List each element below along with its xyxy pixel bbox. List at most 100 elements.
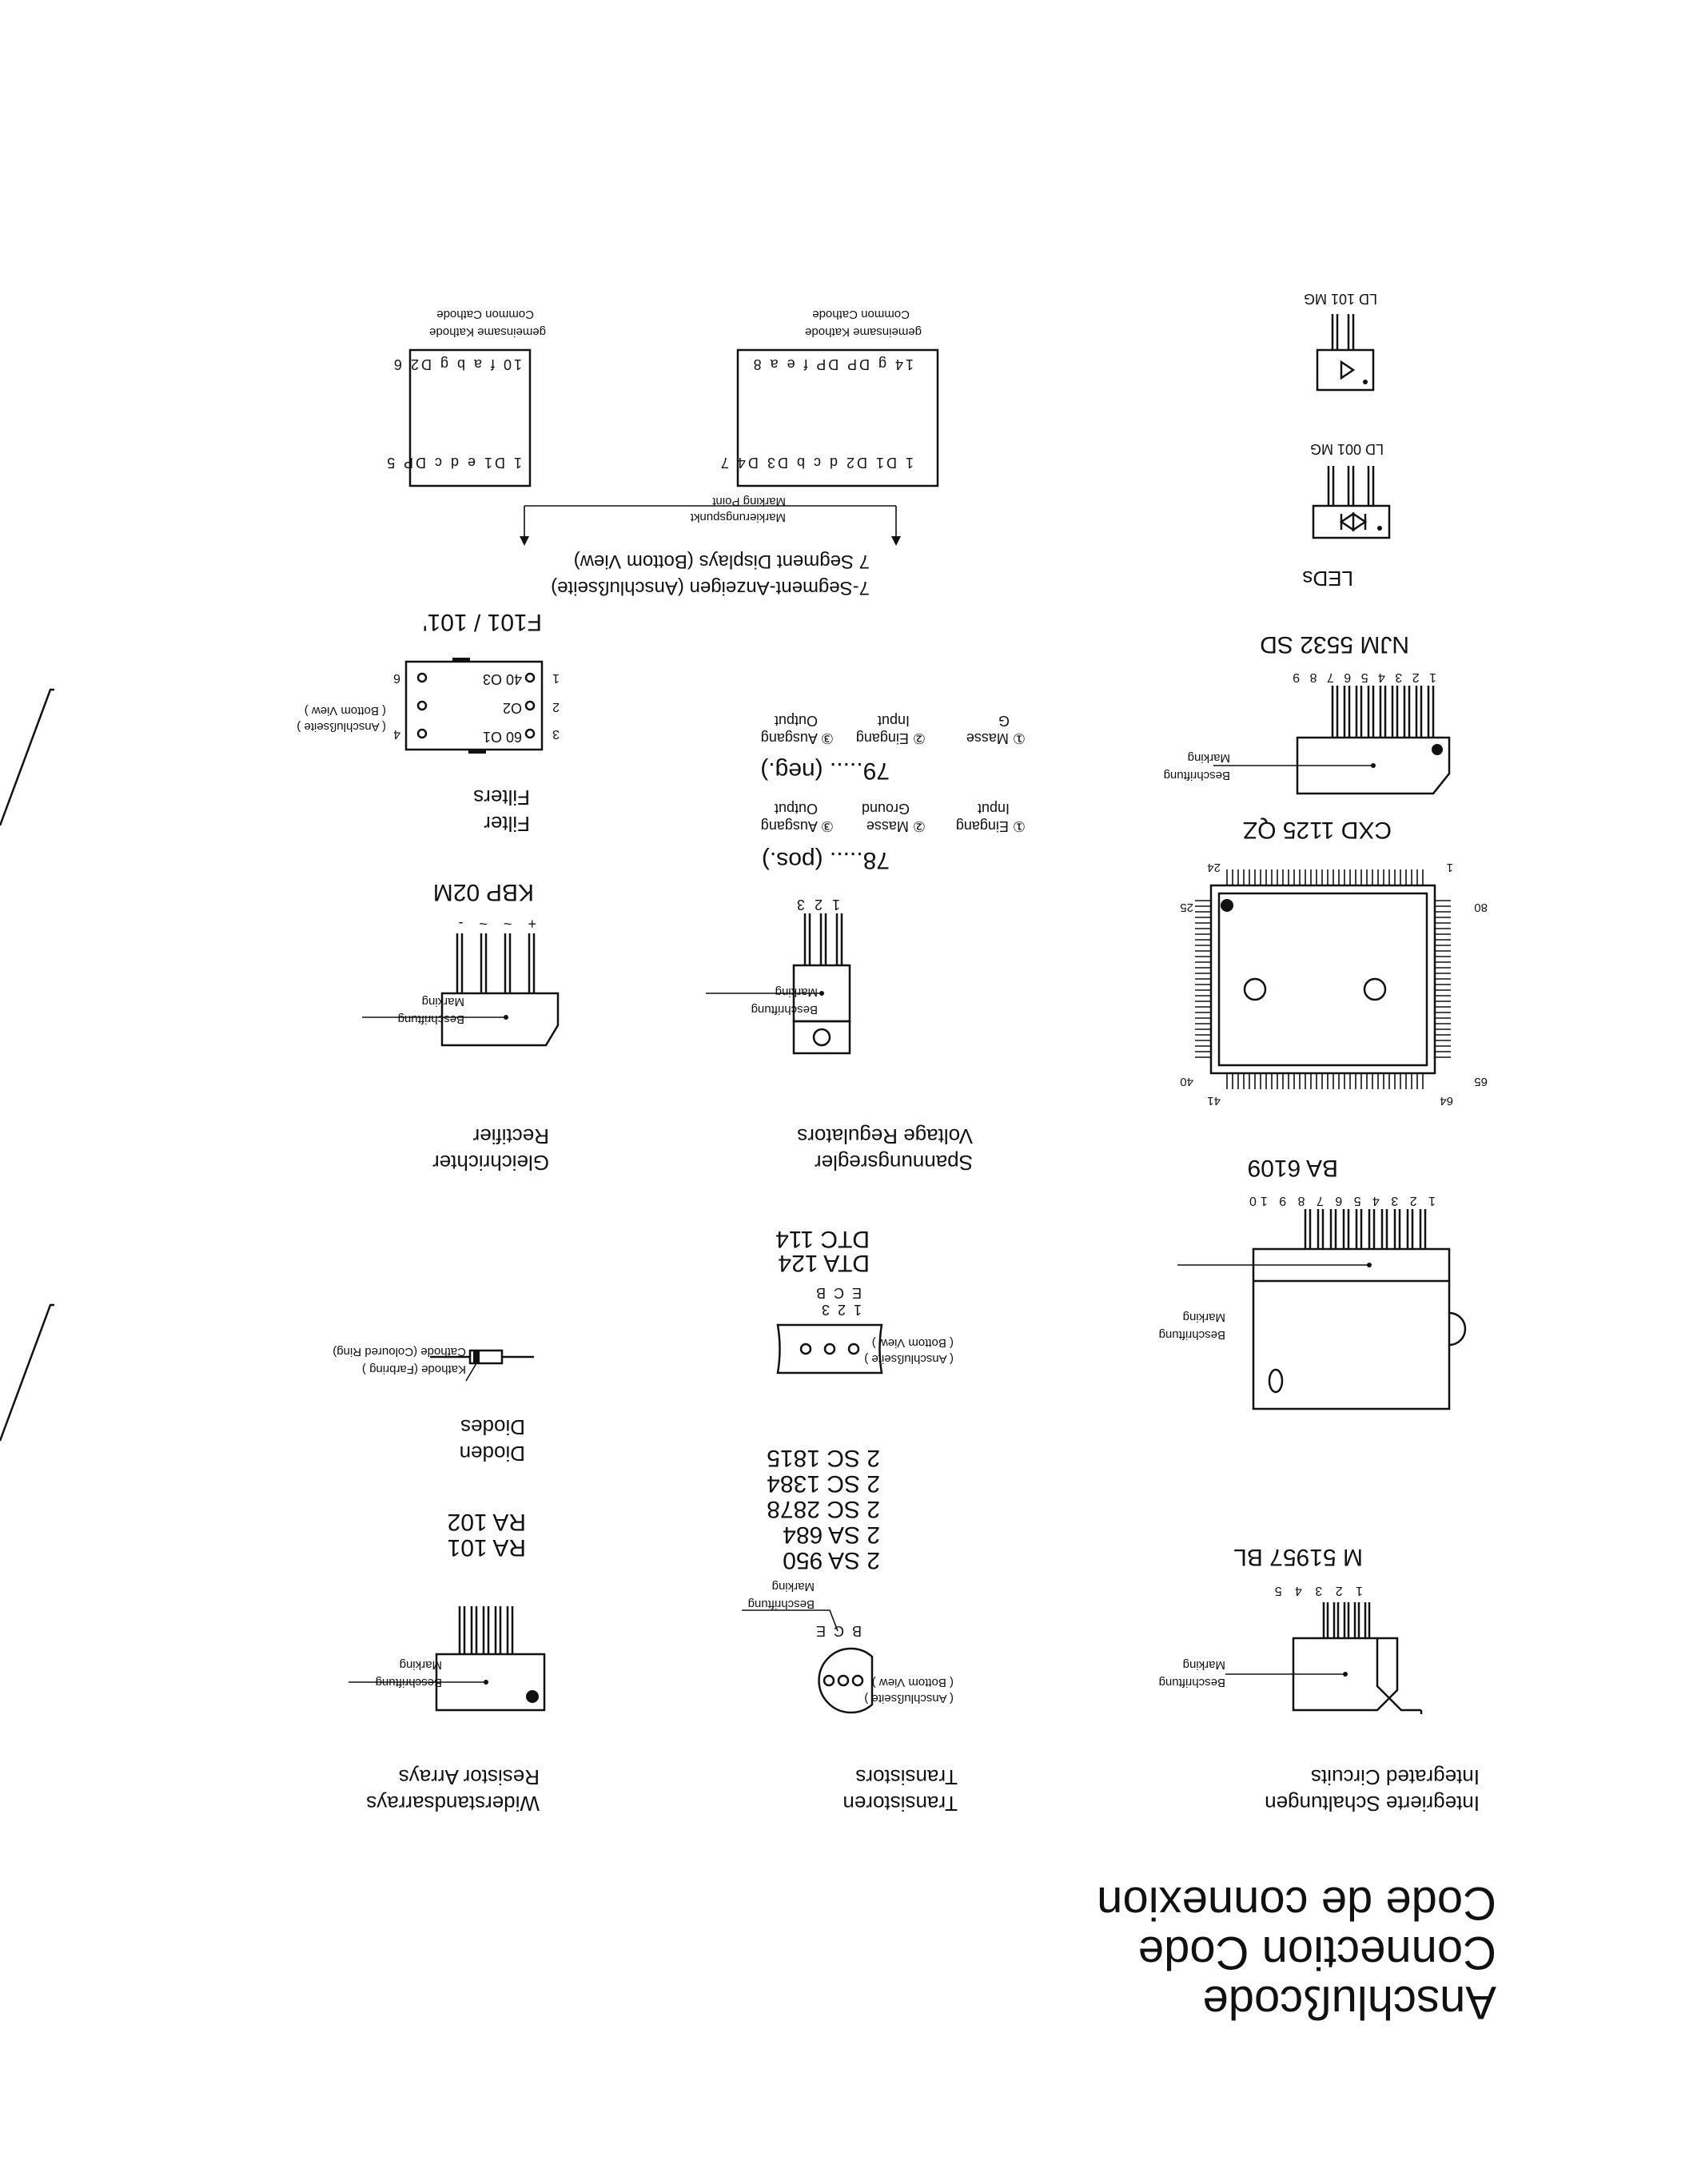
njm-pin-3: 3 — [1392, 670, 1403, 684]
filter-bottom-view: ( Bottom View ) — [304, 704, 386, 718]
kbp-pin-ac1: ~ — [487, 916, 512, 932]
m51957-pin-5: 5 — [1269, 1584, 1282, 1597]
heading-transistors-en: Transistors — [855, 1765, 958, 1789]
ba6109-pin-1: 1 — [1424, 1194, 1436, 1207]
reg-beschriftung: Beschriftung — [751, 1003, 818, 1016]
kbp-part-number: KBP 02M — [432, 879, 534, 905]
reg-pos-pin1: ① Eingang — [955, 818, 1026, 834]
heading-rectifier-en: Rectifier — [472, 1124, 549, 1148]
to92-leader-line — [742, 1609, 839, 1632]
heading-7seg-de: 7-Segment-Anzeigen (Anschlußseite) — [551, 577, 870, 599]
m51957-beschriftung: Beschriftung — [1158, 1676, 1225, 1689]
reg-pos-title: 78..... (pos.) — [761, 847, 890, 873]
reg-pos-pin3: ③ Ausgang — [760, 818, 834, 834]
njm-beschriftung: Beschriftung — [1163, 769, 1230, 782]
heading-diodes-de: Dioden — [459, 1442, 525, 1466]
njm-pin-2: 2 — [1408, 670, 1420, 684]
reg-neg-pin3-en: Output — [774, 713, 818, 729]
ba6109-marking: Marking — [1182, 1311, 1225, 1324]
njm-pin-9: 9 — [1289, 670, 1301, 684]
dta-pin-2: 2 — [829, 1302, 846, 1318]
to92-beschriftung: Beschriftung — [747, 1597, 815, 1611]
dta-pin-e: E — [843, 1285, 862, 1301]
cxd1125-qfp-package — [1195, 869, 1451, 1089]
filter-inner-2: O2 — [502, 700, 522, 716]
ba6109-beschriftung: Beschriftung — [1158, 1328, 1225, 1342]
m51957-pin-2: 2 — [1330, 1584, 1343, 1597]
seven-seg-4digit-common-cathode: Common Cathode — [812, 308, 910, 321]
filter-pin-6: 6 — [393, 671, 400, 685]
cxd-pin-64: 64 — [1440, 1094, 1453, 1108]
ra-part-1: RA 101 — [447, 1534, 526, 1561]
to92-transistor-outline — [818, 1647, 874, 1714]
title-fr: Code de connexion — [1097, 1877, 1496, 1929]
cxd-pin-65: 65 — [1474, 1075, 1488, 1088]
njm-pin-7: 7 — [1323, 670, 1334, 684]
reg-neg-pin2-en: Input — [877, 713, 910, 729]
to92-pin-b: B — [843, 1623, 862, 1639]
dta-outline — [776, 1323, 883, 1374]
seven-seg-4digit-top-pins: 1 D1 D2 d c b D3 D4 7 — [718, 455, 914, 471]
njm-pin-8: 8 — [1306, 670, 1317, 684]
m51957-package — [1225, 1602, 1423, 1714]
heading-leds: LEDs — [1302, 567, 1353, 591]
led-ld101-label: LD 101 MG — [1303, 291, 1377, 307]
marking-point-en: Marking Point — [712, 495, 786, 508]
kbp-pin-plus: + — [512, 916, 536, 932]
m51957-pin-3: 3 — [1310, 1584, 1323, 1597]
ba6109-pin-8: 8 — [1293, 1194, 1305, 1207]
ba6109-pin-6: 6 — [1331, 1194, 1343, 1207]
heading-7seg-en: 7 Segment Displays (Bottom View) — [573, 551, 870, 572]
dta-pin-c: C — [825, 1285, 844, 1301]
kbp-pin-symbols: +~~- — [442, 915, 536, 932]
reg-neg-title: 79..... (neg.) — [760, 758, 890, 784]
seven-seg-2digit-top-pins: 1 D1 e d c DP 5 — [384, 455, 522, 471]
heading-regulators-en: Voltage Regulators — [797, 1124, 973, 1148]
njm5532-package — [1213, 686, 1451, 795]
ba6109-pin-10: 10 — [1245, 1194, 1268, 1207]
heading-diodes-en: Diodes — [460, 1415, 525, 1439]
diode-symbol — [430, 1349, 534, 1382]
dta-pin-letters: ECB — [808, 1284, 862, 1301]
diode-cathode-de: Kathode (Farbring ) — [361, 1363, 466, 1376]
filter-inner-1: 60 O1 — [482, 729, 522, 745]
ba6109-pin-3: 3 — [1387, 1194, 1399, 1207]
cxd-pin-25: 25 — [1180, 901, 1193, 914]
njm-pin-6: 6 — [1340, 670, 1352, 684]
cxd-pin-24: 24 — [1207, 861, 1221, 874]
reg-pos-pin3-en: Output — [774, 801, 818, 817]
dta-anchor — [887, 1552, 888, 1553]
dta-part-2: DTC 114 — [775, 1226, 870, 1252]
heading-filter-en: Filters — [473, 786, 530, 810]
dta-bottom-view: ( Bottom View ) — [871, 1336, 954, 1350]
filter-pin-3: 3 — [552, 727, 560, 741]
voltage-regulator-package — [706, 913, 851, 1055]
reg-pos-pin2: ② Masse — [866, 818, 926, 834]
filter-package — [404, 658, 544, 754]
m51957-pins: 1 2 3 4 5 — [1270, 1583, 1363, 1597]
ba6109-pin-4: 4 — [1368, 1194, 1380, 1207]
ba6109-pin-2: 2 — [1405, 1194, 1417, 1207]
led-ld001-package — [1312, 466, 1391, 539]
seven-seg-4digit-bottom-pins: 14 g DP DP f e a 8 — [751, 356, 914, 372]
reg-pin-numbers: 123 — [787, 896, 840, 913]
m51957-marking: Marking — [1182, 1658, 1225, 1672]
transistor-part-4: 2 SC 1384 — [767, 1470, 880, 1497]
ba6109-pins: 1 2 3 4 5 6 7 8 9 10 — [1245, 1193, 1436, 1207]
transistor-part-5: 2 SC 1815 — [767, 1445, 880, 1471]
filter-part-number: F101 / 101' — [422, 609, 542, 635]
led-ld101-package — [1316, 314, 1375, 392]
cxd-pin-1: 1 — [1446, 861, 1453, 874]
dta-pin-3: 3 — [813, 1302, 830, 1318]
reg-pin-1: 1 — [822, 897, 840, 913]
to92-marking: Marking — [771, 1580, 815, 1593]
ra-part-2: RA 102 — [447, 1509, 526, 1535]
filter-pin-4: 4 — [393, 727, 400, 741]
cxd-pin-80: 80 — [1474, 901, 1488, 914]
to92-anschlussseite: ( Anschlußseite ) — [864, 1692, 954, 1705]
reg-marking: Marking — [775, 985, 818, 999]
dta-pin-1: 1 — [845, 1302, 862, 1318]
filter-pin-1: 1 — [552, 671, 560, 685]
ba6109-pin-7: 7 — [1312, 1194, 1324, 1207]
